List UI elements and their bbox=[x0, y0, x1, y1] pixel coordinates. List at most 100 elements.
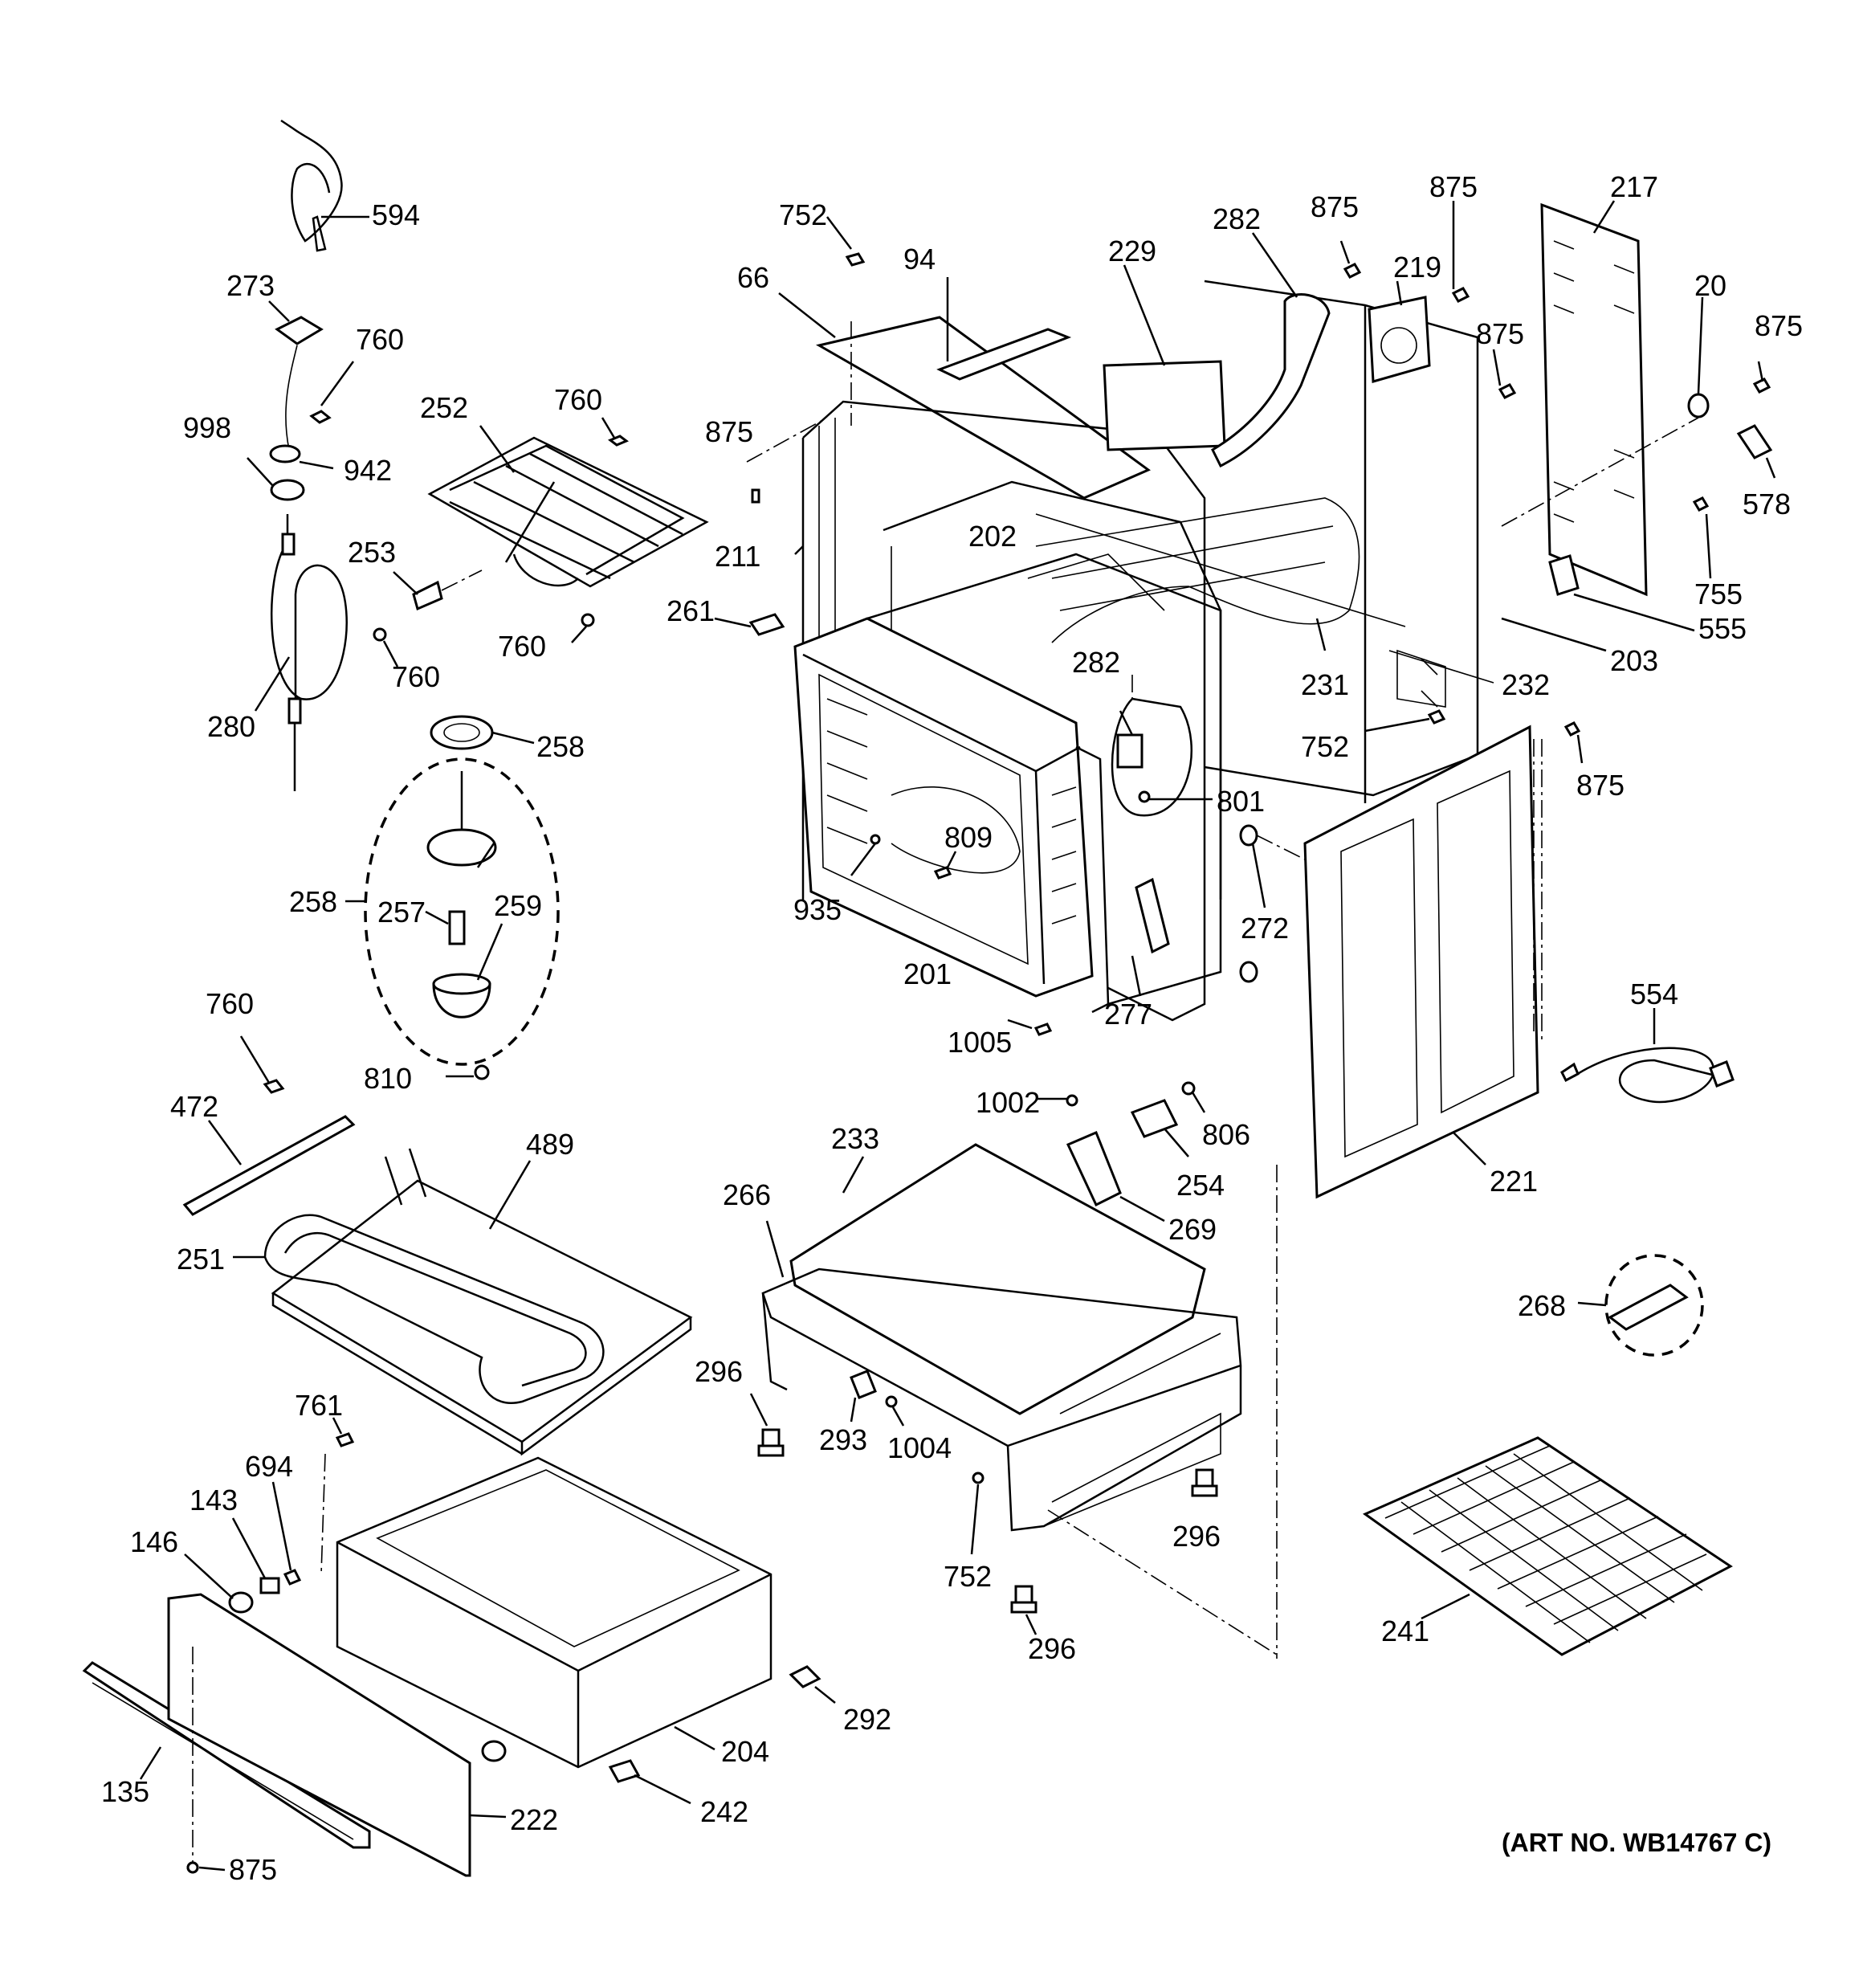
callout-810: 810 bbox=[364, 1062, 412, 1095]
part-761-screw bbox=[320, 1417, 355, 1575]
callout-760: 760 bbox=[356, 323, 404, 356]
part-277-bracket bbox=[1131, 877, 1170, 997]
part-201-oven-cavity bbox=[793, 553, 1222, 1014]
part-752-screw-back bbox=[1364, 709, 1446, 733]
callout-232: 232 bbox=[1502, 668, 1550, 701]
callout-203: 203 bbox=[1610, 644, 1658, 677]
callout-254: 254 bbox=[1176, 1169, 1225, 1202]
part-280-oven-sensor bbox=[254, 514, 348, 791]
callout-296: 296 bbox=[1028, 1632, 1076, 1665]
part-594-sensor-wire bbox=[280, 119, 369, 252]
callout-554: 554 bbox=[1630, 978, 1678, 1010]
callout-labels: 594 273 760 998 942 280 252 760 253 760 … bbox=[101, 170, 1803, 1886]
part-282-duct bbox=[1211, 232, 1331, 468]
callout-875: 875 bbox=[705, 415, 753, 448]
callout-233: 233 bbox=[831, 1122, 879, 1155]
callout-809: 809 bbox=[944, 821, 993, 854]
part-204-drawer-body bbox=[336, 1456, 773, 1769]
callout-259: 259 bbox=[494, 889, 542, 922]
part-251-bake-element bbox=[233, 1148, 605, 1404]
callout-801: 801 bbox=[1217, 785, 1265, 818]
part-241-oven-rack bbox=[1362, 1436, 1733, 1656]
part-229-insulation bbox=[1103, 264, 1226, 451]
part-554-power-cord bbox=[1560, 1008, 1735, 1104]
callout-296: 296 bbox=[695, 1355, 743, 1388]
callout-202: 202 bbox=[968, 520, 1017, 553]
part-875-screw-panel bbox=[1752, 361, 1771, 394]
callout-578: 578 bbox=[1743, 488, 1791, 520]
part-233-insulation-panel bbox=[789, 1143, 1206, 1415]
callout-752: 752 bbox=[944, 1560, 992, 1593]
leader-dashed bbox=[1047, 1509, 1278, 1655]
part-273-sensor-bracket bbox=[268, 300, 324, 451]
part-1004-screw bbox=[885, 1395, 905, 1427]
part-472-trim bbox=[182, 1115, 356, 1216]
callout-752: 752 bbox=[1301, 730, 1349, 763]
part-254-bracket bbox=[1130, 1099, 1189, 1157]
part-806-screw bbox=[1181, 1081, 1206, 1113]
callout-222: 222 bbox=[510, 1803, 558, 1836]
part-296-leveler bbox=[749, 1393, 1218, 1635]
callout-555: 555 bbox=[1698, 612, 1747, 645]
part-555-terminal-block bbox=[1548, 554, 1695, 632]
callout-760: 760 bbox=[554, 383, 602, 416]
callout-277: 277 bbox=[1104, 998, 1152, 1031]
part-135-drawer-handle bbox=[82, 1661, 371, 1849]
callout-261: 261 bbox=[667, 594, 715, 627]
part-293-bracket bbox=[850, 1370, 877, 1423]
callout-875: 875 bbox=[1576, 769, 1625, 802]
part-253-bracket bbox=[393, 569, 483, 611]
callout-998: 998 bbox=[183, 411, 231, 444]
callout-143: 143 bbox=[190, 1484, 238, 1517]
callout-231: 231 bbox=[1301, 668, 1349, 701]
callout-875: 875 bbox=[1311, 190, 1359, 223]
part-20-bushing bbox=[1687, 296, 1710, 418]
callout-211: 211 bbox=[715, 540, 760, 573]
callout-146: 146 bbox=[130, 1525, 178, 1558]
part-261-hinge-receptacle bbox=[714, 613, 785, 636]
callout-219: 219 bbox=[1393, 251, 1441, 284]
part-752-screw-base bbox=[970, 1472, 984, 1555]
callout-266: 266 bbox=[723, 1178, 771, 1211]
callout-282: 282 bbox=[1072, 646, 1120, 679]
part-998-washer bbox=[247, 457, 305, 501]
part-269-bracket bbox=[1066, 1131, 1165, 1223]
callout-204: 204 bbox=[721, 1735, 769, 1768]
callout-252: 252 bbox=[420, 391, 468, 424]
part-268-clip bbox=[1577, 1254, 1704, 1357]
part-760-screw-bake bbox=[239, 1035, 285, 1094]
callout-760: 760 bbox=[498, 630, 546, 663]
part-578-knob bbox=[1736, 424, 1776, 479]
callout-472: 472 bbox=[170, 1090, 218, 1123]
callout-241: 241 bbox=[1381, 1614, 1429, 1647]
callout-20: 20 bbox=[1694, 269, 1726, 302]
part-760-screw-broil bbox=[601, 417, 629, 447]
callout-942: 942 bbox=[344, 454, 392, 487]
callout-594: 594 bbox=[372, 198, 420, 231]
part-258-light-assembly bbox=[345, 715, 560, 1080]
callout-201: 201 bbox=[903, 957, 952, 990]
callout-221: 221 bbox=[1490, 1165, 1538, 1198]
part-66-top-bracket bbox=[778, 292, 1151, 500]
callout-280: 280 bbox=[207, 710, 255, 743]
callout-489: 489 bbox=[526, 1128, 574, 1161]
art-number: (ART NO. WB14767 C) bbox=[1502, 1828, 1771, 1857]
callout-217: 217 bbox=[1610, 170, 1658, 203]
callout-1005: 1005 bbox=[948, 1026, 1012, 1059]
callout-694: 694 bbox=[245, 1450, 293, 1483]
part-203-back-wall bbox=[1204, 280, 1607, 803]
part-694-pin bbox=[271, 1481, 302, 1586]
callout-94: 94 bbox=[903, 243, 936, 276]
callout-258: 258 bbox=[536, 730, 585, 763]
callout-806: 806 bbox=[1202, 1118, 1250, 1151]
callout-875: 875 bbox=[1429, 170, 1478, 203]
part-242-glide bbox=[608, 1759, 691, 1805]
callout-875: 875 bbox=[1755, 309, 1803, 342]
part-221-side-panel bbox=[1303, 725, 1543, 1199]
part-266-base-frame bbox=[761, 1220, 1242, 1532]
callout-755: 755 bbox=[1694, 578, 1743, 610]
part-252-broil-element bbox=[427, 425, 709, 588]
callout-273: 273 bbox=[226, 269, 275, 302]
part-942-nut bbox=[269, 444, 334, 470]
